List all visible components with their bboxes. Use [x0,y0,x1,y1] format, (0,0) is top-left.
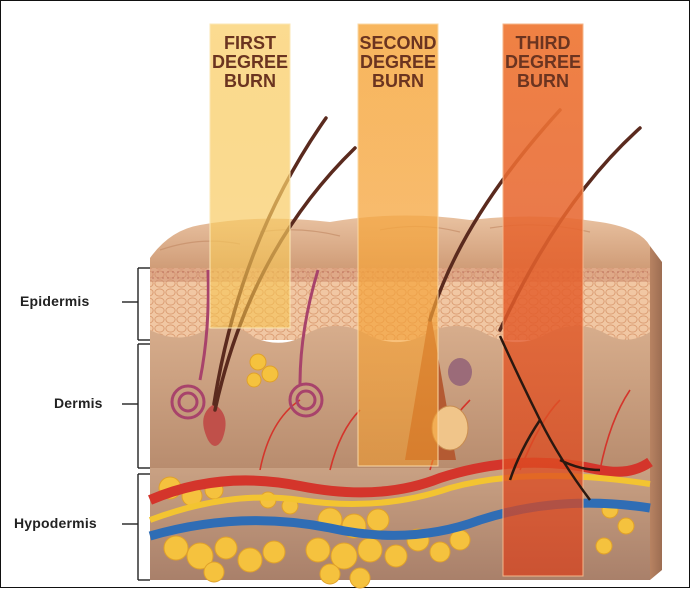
hypodermis-label: Hypodermis [14,515,97,531]
first-degree-burn-label: FIRST DEGREE BURN [202,34,298,91]
burn-label-line: BURN [202,72,298,91]
burn-label-line: THIRD [495,34,591,53]
dermis-label: Dermis [54,395,103,411]
burn-label-line: DEGREE [202,53,298,72]
second-degree-burn-label: SECOND DEGREE BURN [350,34,446,91]
skin-block-side [650,246,662,580]
third-degree-burn-label: THIRD DEGREE BURN [495,34,591,91]
burn-label-line: BURN [350,72,446,91]
burn-label-line: FIRST [202,34,298,53]
burn-label-line: DEGREE [350,53,446,72]
third-degree-burn-column [503,24,583,576]
burn-label-line: BURN [495,72,591,91]
epidermis-label: Epidermis [20,293,90,309]
layer-brackets [122,268,150,580]
burn-label-line: DEGREE [495,53,591,72]
burn-label-line: SECOND [350,34,446,53]
